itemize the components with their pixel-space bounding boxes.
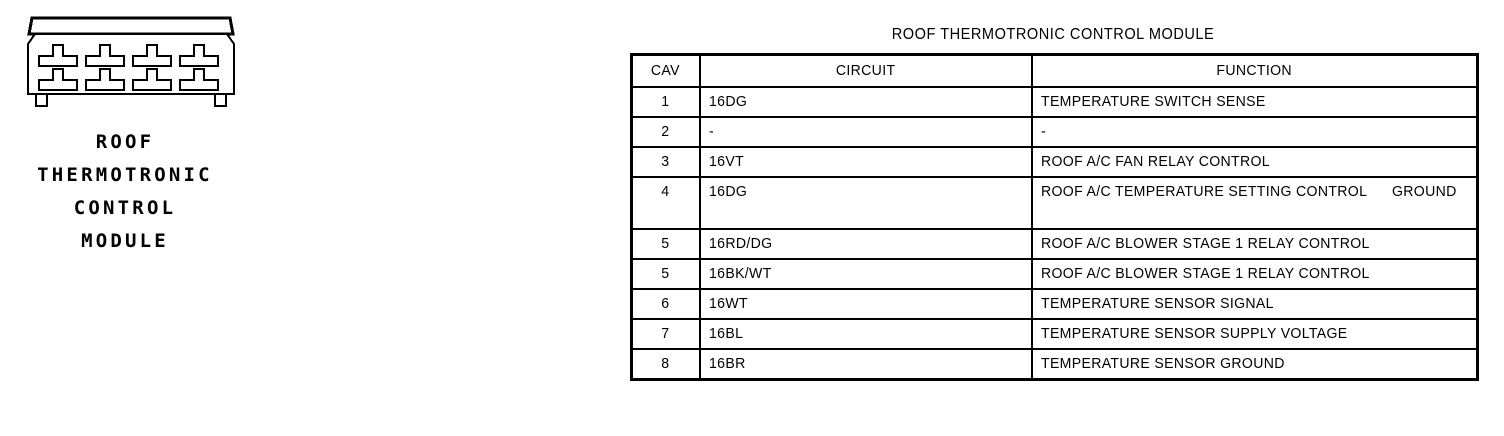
cell-cav: 5 [630,258,701,290]
cell-cav: 7 [630,318,701,350]
table-row: 7 16BL TEMPERATURE SENSOR SUPPLY VOLTAGE [630,318,1479,350]
cell-circuit: 16VT [698,146,1033,178]
cell-function: TEMPERATURE SWITCH SENSE [1030,86,1479,118]
connector-caption: ROOF THERMOTRONIC CONTROL MODULE [0,126,250,258]
cell-circuit: 16WT [698,288,1033,320]
cell-circuit: 16DG [698,176,1033,230]
cell-cav: 6 [630,288,701,320]
pinout-panel: ROOF THERMOTRONIC CONTROL MODULE CAV CIR… [630,26,1479,381]
table-row: 1 16DG TEMPERATURE SWITCH SENSE [630,86,1479,118]
table-row: 4 16DG ROOF A/C TEMPERATURE SETTING CONT… [630,176,1479,230]
connector-caption-line-3: CONTROL [73,197,177,219]
table-header-row: CAV CIRCUIT FUNCTION [630,53,1479,88]
cell-circuit: 16BR [698,348,1033,381]
cell-cav: 8 [630,348,701,381]
table-row: 2 - - [630,116,1479,148]
cell-function: TEMPERATURE SENSOR GROUND [1030,348,1479,381]
cell-function: ROOF A/C BLOWER STAGE 1 RELAY CONTROL [1030,228,1479,260]
cell-function: TEMPERATURE SENSOR SIGNAL [1030,288,1479,320]
cell-circuit: - [698,116,1033,148]
cell-circuit: 16RD/DG [698,228,1033,260]
cell-circuit: 16BL [698,318,1033,350]
cell-function: ROOF A/C TEMPERATURE SETTING CONTROL GRO… [1030,176,1479,230]
table-row: 5 16RD/DG ROOF A/C BLOWER STAGE 1 RELAY … [630,228,1479,260]
table-row: 8 16BR TEMPERATURE SENSOR GROUND [630,348,1479,381]
cell-function: - [1030,116,1479,148]
cell-cav: 4 [630,176,701,230]
cell-cav: 1 [630,86,701,118]
table-row: 3 16VT ROOF A/C FAN RELAY CONTROL [630,146,1479,178]
table-row: 5 16BK/WT ROOF A/C BLOWER STAGE 1 RELAY … [630,258,1479,290]
pinout-table-title: ROOF THERMOTRONIC CONTROL MODULE [891,26,1215,43]
column-header-function: FUNCTION [1030,53,1479,88]
cell-function: ROOF A/C BLOWER STAGE 1 RELAY CONTROL [1030,258,1479,290]
cell-circuit: 16BK/WT [698,258,1033,290]
connector-8-cavity-icon [22,14,240,114]
cell-function: TEMPERATURE SENSOR SUPPLY VOLTAGE [1030,318,1479,350]
cell-cav: 5 [630,228,701,260]
connector-panel: ROOF THERMOTRONIC CONTROL MODULE [0,0,260,436]
cell-circuit: 16DG [698,86,1033,118]
cell-cav: 3 [630,146,701,178]
pinout-table: CAV CIRCUIT FUNCTION 1 16DG TEMPERATURE … [630,53,1479,381]
cell-function: ROOF A/C FAN RELAY CONTROL [1030,146,1479,178]
table-row: 6 16WT TEMPERATURE SENSOR SIGNAL [630,288,1479,320]
cell-cav: 2 [630,116,701,148]
connector-caption-line-4: MODULE [81,230,169,252]
column-header-circuit: CIRCUIT [698,53,1033,88]
column-header-cav: CAV [630,53,701,88]
connector-caption-line-2: THERMOTRONIC [37,164,213,186]
connector-caption-line-1: ROOF [95,131,155,153]
